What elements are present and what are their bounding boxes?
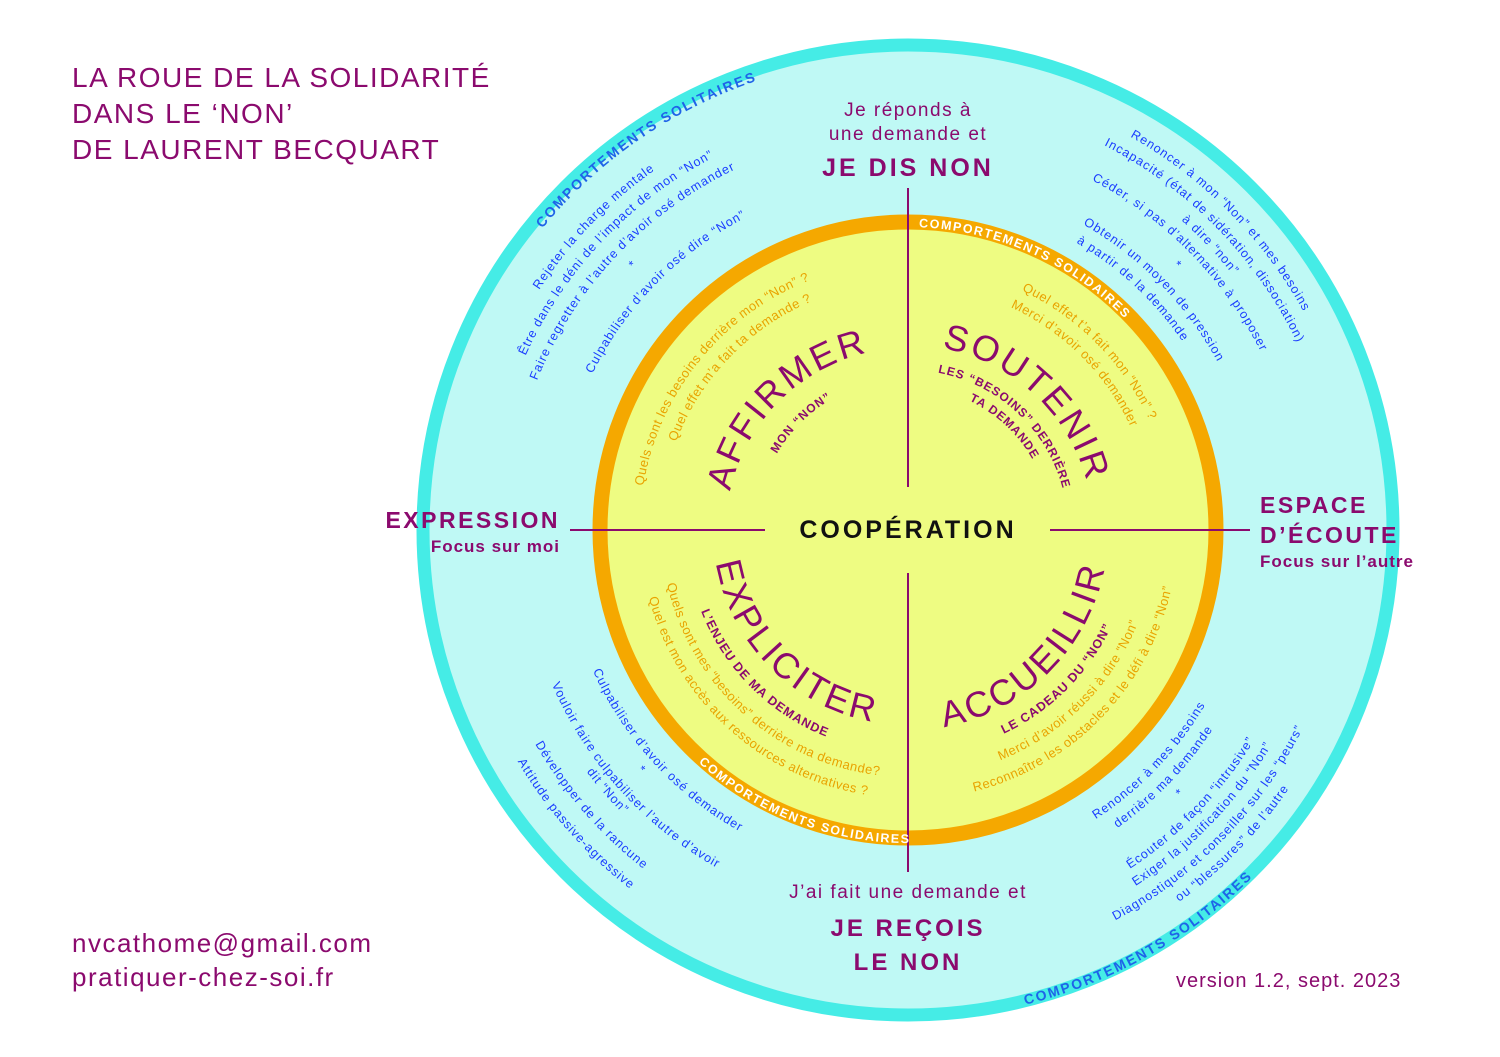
center-label: COOPÉRATION — [799, 515, 1016, 544]
version-label: version 1.2, sept. 2023 — [1176, 970, 1402, 992]
bottom-emph2: LE NON — [854, 949, 963, 976]
right-title1: ESPACE — [1260, 492, 1368, 518]
page-title: LA ROUE DE LA SOLIDARITÉ DANS LE ‘NON’ D… — [72, 60, 491, 168]
top-line1: Je réponds à — [844, 100, 972, 121]
left-title: EXPRESSION — [385, 507, 560, 533]
top-line2: une demande et — [829, 124, 987, 145]
left-axis-label: EXPRESSION Focus sur moi — [385, 507, 560, 556]
title-line: LA ROUE DE LA SOLIDARITÉ — [72, 62, 491, 93]
email-link[interactable]: nvcathome@gmail.com — [72, 928, 373, 958]
bottom-line1: J’ai fait une demande et — [789, 882, 1027, 903]
title-line: DE LAURENT BECQUART — [72, 134, 441, 165]
right-title2: D’ÉCOUTE — [1260, 521, 1399, 548]
bottom-emph1: JE REÇOIS — [830, 915, 985, 942]
top-emph: JE DIS NON — [822, 154, 994, 182]
right-axis-label: ESPACE D’ÉCOUTE Focus sur l’autre — [1260, 492, 1414, 571]
top-axis-label: Je réponds à une demande et JE DIS NON — [822, 100, 994, 182]
contact-block: nvcathome@gmail.com pratiquer-chez-soi.f… — [72, 926, 373, 994]
website-link[interactable]: pratiquer-chez-soi.fr — [72, 962, 335, 992]
title-line: DANS LE ‘NON’ — [72, 98, 294, 129]
right-sub: Focus sur l’autre — [1260, 552, 1414, 571]
bottom-axis-label: J’ai fait une demande et JE REÇOIS LE NO… — [789, 882, 1027, 976]
left-sub: Focus sur moi — [431, 537, 560, 556]
